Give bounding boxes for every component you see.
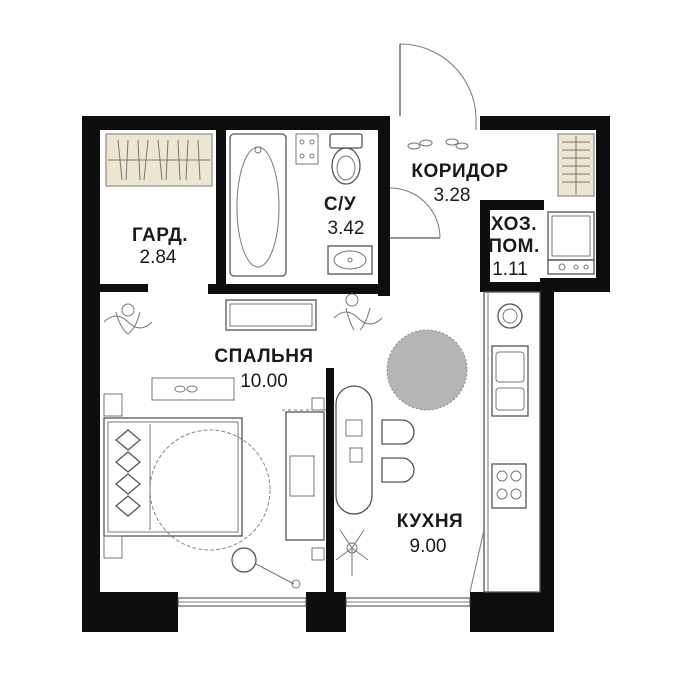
wardrobe-area: 2.84 bbox=[140, 247, 177, 268]
corridor-room: КОРИДОР 3.28 bbox=[407, 133, 595, 206]
wall-bathroom-bottom-right bbox=[332, 284, 390, 294]
bed-icon bbox=[103, 417, 243, 537]
bedroom-name: СПАЛЬНЯ bbox=[214, 346, 313, 367]
wall-storage-bottom bbox=[480, 282, 550, 292]
wall-top-right bbox=[480, 116, 598, 130]
wardrobe-name: ГАРД. bbox=[132, 225, 188, 246]
hangers bbox=[117, 139, 201, 181]
plant-icon bbox=[333, 293, 383, 331]
storage-name-line1: ХОЗ. bbox=[491, 214, 537, 235]
fridge-door-swing bbox=[469, 529, 485, 593]
bedside-mat bbox=[151, 377, 235, 401]
wall-wardrobe-bottom bbox=[100, 284, 148, 292]
windows bbox=[177, 597, 471, 607]
corridor-area: 3.28 bbox=[434, 185, 471, 206]
stove-icon bbox=[491, 463, 527, 509]
kitchen-area: 9.00 bbox=[410, 536, 447, 557]
chair-icon bbox=[381, 419, 415, 483]
wall-bathroom-corridor bbox=[378, 116, 390, 296]
floor-lamp-icon bbox=[231, 547, 301, 589]
toilet-icon bbox=[329, 133, 363, 185]
wall-right-lower bbox=[540, 278, 554, 632]
wall-bottom-left bbox=[82, 592, 178, 632]
bidet-tap-icon bbox=[295, 133, 319, 165]
wall-bottom-right bbox=[470, 592, 554, 632]
kitchen-room: КУХНЯ 9.00 bbox=[335, 291, 541, 593]
wall-top-left bbox=[82, 116, 390, 130]
walls bbox=[82, 116, 610, 632]
wall-right-upper bbox=[596, 116, 610, 292]
wall-bottom-mid bbox=[306, 592, 346, 632]
rug-icon bbox=[387, 330, 467, 410]
wall-bedroom-kitchen bbox=[326, 368, 334, 592]
bedroom-area: 10.00 bbox=[240, 371, 288, 392]
wall-storage-top bbox=[480, 200, 544, 210]
wall-wardrobe-bathroom bbox=[216, 116, 226, 284]
bathtub-icon bbox=[229, 133, 287, 277]
plant-icon bbox=[103, 303, 153, 335]
bedroom-room: СПАЛЬНЯ 10.00 bbox=[103, 293, 383, 589]
storage-area: 1.11 bbox=[492, 259, 528, 280]
kitchen-name: КУХНЯ bbox=[397, 511, 463, 532]
bathroom-room: С/У 3.42 bbox=[229, 133, 373, 277]
desk-icon bbox=[285, 397, 325, 561]
sink-icon bbox=[327, 245, 373, 275]
sink-icon bbox=[491, 345, 529, 417]
nightstand bbox=[103, 393, 123, 417]
plant-icon bbox=[335, 529, 369, 576]
wall-right-step bbox=[540, 278, 610, 292]
bathroom-door-swing bbox=[389, 187, 441, 239]
wall-left-outer bbox=[82, 116, 100, 632]
doors bbox=[282, 43, 477, 411]
wall-bathroom-bottom bbox=[208, 284, 332, 294]
storage-room: ХОЗ. ПОМ. 1.11 bbox=[488, 211, 595, 280]
wardrobe-room: ГАРД. 2.84 bbox=[105, 133, 213, 268]
entry-door-swing bbox=[399, 43, 477, 117]
washing-machine-icon bbox=[547, 211, 595, 275]
nightstand bbox=[103, 535, 123, 559]
bedroom-cabinet bbox=[225, 299, 317, 331]
bathroom-area: 3.42 bbox=[328, 218, 365, 239]
storage-name-line2: ПОМ. bbox=[488, 236, 540, 257]
hob-icon bbox=[497, 303, 523, 329]
dining-table-icon bbox=[335, 385, 373, 515]
slippers-icon bbox=[407, 138, 469, 150]
wall-storage-left bbox=[480, 200, 490, 292]
kitchen-counter bbox=[483, 291, 541, 593]
corridor-name: КОРИДОР bbox=[411, 161, 508, 182]
bathroom-name: С/У bbox=[324, 194, 356, 215]
